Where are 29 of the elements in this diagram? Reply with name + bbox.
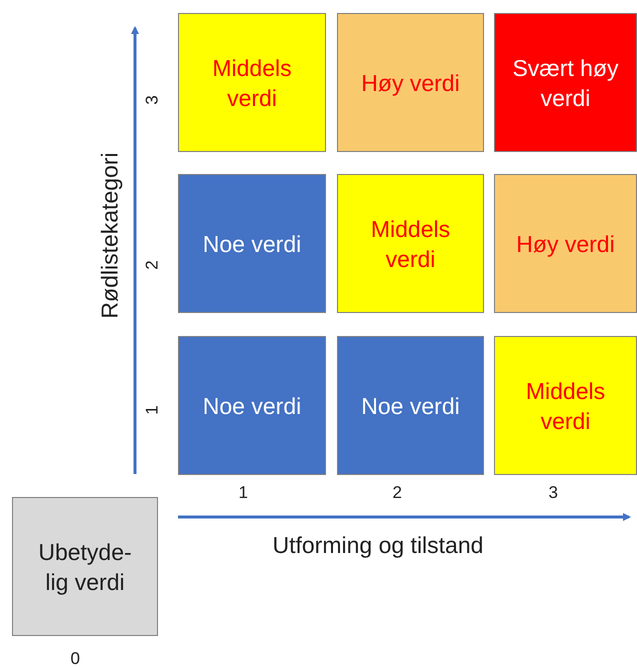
tick-label: 3 [548, 483, 558, 503]
matrix-cell [12, 497, 158, 636]
axis-title: Utforming og tilstand [272, 532, 484, 558]
cell-label: Middels verdi [211, 54, 293, 112]
tick-label: 1 [238, 483, 248, 503]
tick-label: 0 [70, 649, 80, 667]
cell-label: Middels verdi [524, 376, 606, 436]
cell-label: Ubetyde- lig verdi [38, 538, 132, 596]
matrix-cell [337, 174, 484, 313]
matrix-cell [494, 336, 637, 475]
tick-label: 2 [142, 260, 162, 270]
cell-label: Middels verdi [370, 214, 452, 274]
cell-label: Svært høy verdi [511, 54, 620, 112]
axis-title: Rødlistekategori [96, 152, 124, 318]
matrix-cell [337, 336, 484, 475]
matrix-cell [178, 336, 326, 475]
matrix-cell [494, 13, 637, 152]
cell-label: Noe verdi [202, 392, 302, 420]
tick-label: 3 [142, 95, 162, 105]
matrix-cell [178, 13, 326, 152]
cell-label: Noe verdi [361, 392, 460, 420]
cell-label: Høy verdi [516, 230, 615, 258]
matrix-cell [178, 174, 326, 313]
cell-label: Høy verdi [361, 68, 460, 98]
tick-label: 2 [392, 483, 402, 503]
matrix-cell [494, 174, 637, 313]
matrix-cell [337, 13, 484, 152]
cell-label: Noe verdi [202, 230, 302, 258]
tick-label: 1 [142, 405, 162, 415]
